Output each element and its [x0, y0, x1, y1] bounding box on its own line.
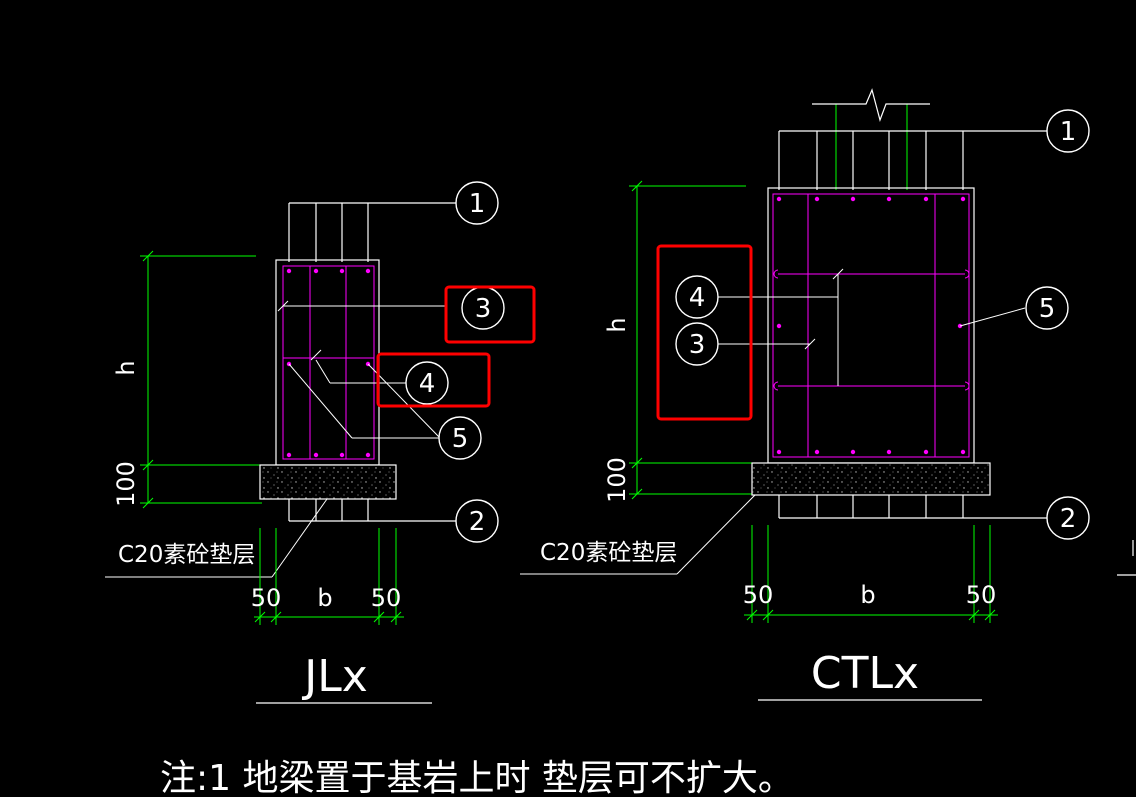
left-dimension-b [254, 528, 404, 625]
left-dimension-h [140, 250, 262, 509]
right-dimension-h [629, 104, 908, 500]
left-dim-100-label: 100 [112, 461, 140, 507]
left-pad-label: C20素砼垫层 [118, 542, 255, 568]
right-pad-label: C20素砼垫层 [540, 540, 677, 566]
right-highlight-box [656, 244, 753, 421]
right-beam-outline [767, 130, 1048, 519]
left-section: h 100 [105, 181, 536, 704]
left-concrete-pad [259, 464, 397, 500]
right-concrete-pad [751, 462, 991, 496]
left-balloon-1: 1 [455, 181, 499, 225]
right-rebar-cage [772, 193, 970, 458]
left-balloon-5: 5 [438, 416, 482, 460]
svg-text:2: 2 [469, 507, 486, 537]
svg-text:2: 2 [1060, 504, 1077, 534]
left-balloon-3: 3 [461, 286, 505, 330]
svg-text:4: 4 [419, 369, 436, 399]
left-rebar-dots [286, 268, 371, 458]
svg-text:1: 1 [469, 189, 486, 219]
left-dim-50-right: 50 [371, 584, 402, 612]
right-balloon-3: 3 [675, 322, 719, 366]
left-title: JLx [301, 651, 368, 702]
right-dim-b: b [860, 581, 875, 609]
edge-fragment [1117, 540, 1136, 576]
right-dim-50-left: 50 [743, 581, 774, 609]
left-highlight-box-3 [444, 285, 536, 344]
svg-text:5: 5 [452, 424, 469, 454]
note-text: 注:1 地梁置于基岩上时 垫层可不扩大。 [160, 758, 794, 797]
right-balloon-4: 4 [675, 275, 719, 319]
left-dim-b: b [317, 584, 332, 612]
right-balloon-5: 5 [1025, 286, 1069, 330]
right-dim-100-label: 100 [603, 457, 631, 503]
svg-text:5: 5 [1039, 294, 1056, 324]
right-break-line [812, 88, 930, 122]
left-leaders [105, 305, 446, 578]
left-balloon-4: 4 [405, 361, 449, 405]
right-title: CTLx [811, 648, 919, 699]
right-dim-50-right: 50 [966, 581, 997, 609]
svg-text:3: 3 [475, 294, 492, 324]
svg-text:1: 1 [1060, 117, 1077, 147]
left-highlight-box-4 [376, 352, 491, 408]
right-leaders [520, 274, 1026, 575]
left-balloon-2: 2 [455, 499, 499, 543]
right-rebar-dots [776, 196, 966, 455]
left-rebar-cage [282, 265, 375, 460]
right-section: h 100 [520, 88, 1090, 701]
svg-text:3: 3 [689, 330, 706, 360]
left-dim-h-label: h [112, 360, 140, 375]
right-dimension-b [744, 525, 998, 623]
right-dim-h-label: h [603, 317, 631, 332]
left-dim-50-left: 50 [251, 584, 282, 612]
right-balloon-2: 2 [1046, 496, 1090, 540]
right-balloon-1: 1 [1046, 109, 1090, 153]
svg-text:4: 4 [689, 283, 706, 313]
